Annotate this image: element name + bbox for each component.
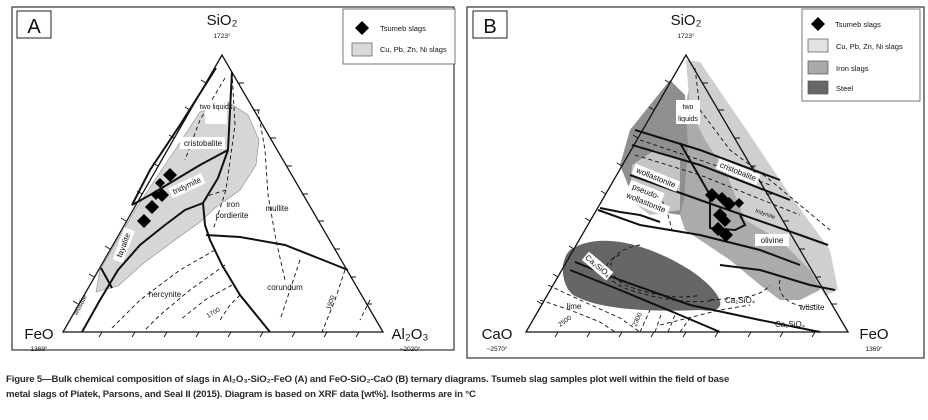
field-corundum-a: corundum (267, 283, 303, 292)
figure-caption-line-1: Figure 5—Bulk chemical composition of sl… (6, 374, 730, 385)
field-liquids-b: liquids (678, 116, 698, 123)
apex-label-feo-b: FeO (859, 326, 888, 343)
legend-swatch (807, 60, 829, 75)
apex-label-cao-b: CaO (482, 326, 513, 343)
legend-a: Tsumeb slags Cu, Pb, Zn, Ni slags (342, 8, 456, 65)
panel-a: A (11, 6, 456, 353)
apex-temp-sio2-a: 1723° (213, 32, 230, 40)
tsumeb-samples-a (137, 168, 177, 228)
legend-item-tsumeb: Tsumeb slags (380, 24, 426, 33)
apex-temp-feo-a: 1369° (30, 345, 47, 353)
apex-temp-sio2-b: 1723° (677, 32, 694, 40)
legend-item-base-metal: Cu, Pb, Zn, Ni slags (380, 45, 447, 54)
sample-point (719, 215, 731, 227)
figure-caption-line-2: metal slags of Piatek, Parsons, and Seal… (6, 389, 476, 400)
field-labels-b: two liquids cristobalite wollastonite ps… (557, 100, 825, 329)
sample-point (151, 190, 161, 200)
field-mullite-a: mullite (265, 204, 289, 213)
apex-label-feo-a: FeO (24, 326, 53, 343)
sample-point (145, 200, 159, 214)
field-two-liquids-a: two liquids (200, 104, 233, 111)
panel-b-tag: B (483, 16, 496, 38)
sample-point (137, 214, 151, 228)
field-hercynite-a: hercynite (149, 290, 182, 299)
field-cordierite-a: cordierite (216, 211, 249, 220)
sample-point (719, 228, 733, 242)
axis-ticks-b (536, 79, 837, 338)
field-cristobalite-a: cristobalite (184, 139, 223, 148)
phase-boundaries-a (81, 67, 349, 333)
field-ca2sio4-2: Ca₂SiO₄ (725, 296, 755, 305)
panel-b: B (466, 6, 925, 359)
sample-point (722, 197, 736, 211)
legend-b: Tsumeb slags Cu, Pb, Zn, Ni slags Iron s… (801, 8, 921, 102)
sample-point (734, 198, 744, 208)
field-ca2sio4-3: Ca₂SiO₄ (775, 320, 805, 329)
field-two-b: two (683, 104, 694, 111)
ternary-triangle-a (61, 53, 385, 333)
field-lime-b: lime (567, 302, 582, 311)
legend-diamond-icon (811, 17, 825, 31)
field-wustite-b: wüstite (799, 303, 825, 312)
apex-label-al2o3-a: Al₂O₃ (392, 326, 429, 343)
field-iron-a: iron (226, 200, 239, 209)
legend-item-tsumeb: Tsumeb slags (835, 20, 881, 29)
legend-item-base-metal: Cu, Pb, Zn, Ni slags (836, 42, 903, 51)
panel-a-tag-box (16, 10, 52, 39)
legend-swatch (807, 38, 829, 53)
legend-swatch (351, 42, 373, 57)
legend-diamond-icon (355, 21, 369, 35)
sample-point (163, 168, 177, 182)
sample-point (155, 188, 169, 202)
apex-label-sio2-b: SiO₂ (671, 12, 702, 29)
apex-temp-al2o3-a: ~2020° (400, 345, 421, 353)
cu-pb-zn-ni-slag-field (95, 101, 260, 293)
field-olivine-b: olivine (761, 236, 784, 245)
tsumeb-samples-b (705, 188, 744, 242)
legend-item-iron-slags: Iron slags (836, 64, 869, 73)
sample-point (705, 188, 719, 202)
apex-label-sio2-a: SiO₂ (207, 12, 238, 29)
legend-item-steel: Steel (836, 84, 853, 93)
panel-b-tag-box (472, 10, 508, 39)
steel-field (562, 240, 721, 311)
sample-point (155, 178, 165, 188)
isotherm-label-1900: 1900 (325, 294, 337, 310)
apex-temp-feo-b: 1369° (865, 345, 882, 353)
legend-swatch (807, 80, 829, 95)
panel-a-tag: A (27, 16, 41, 38)
apex-temp-cao-b: ~2570° (487, 345, 508, 353)
axis-ticks-a (72, 79, 372, 338)
